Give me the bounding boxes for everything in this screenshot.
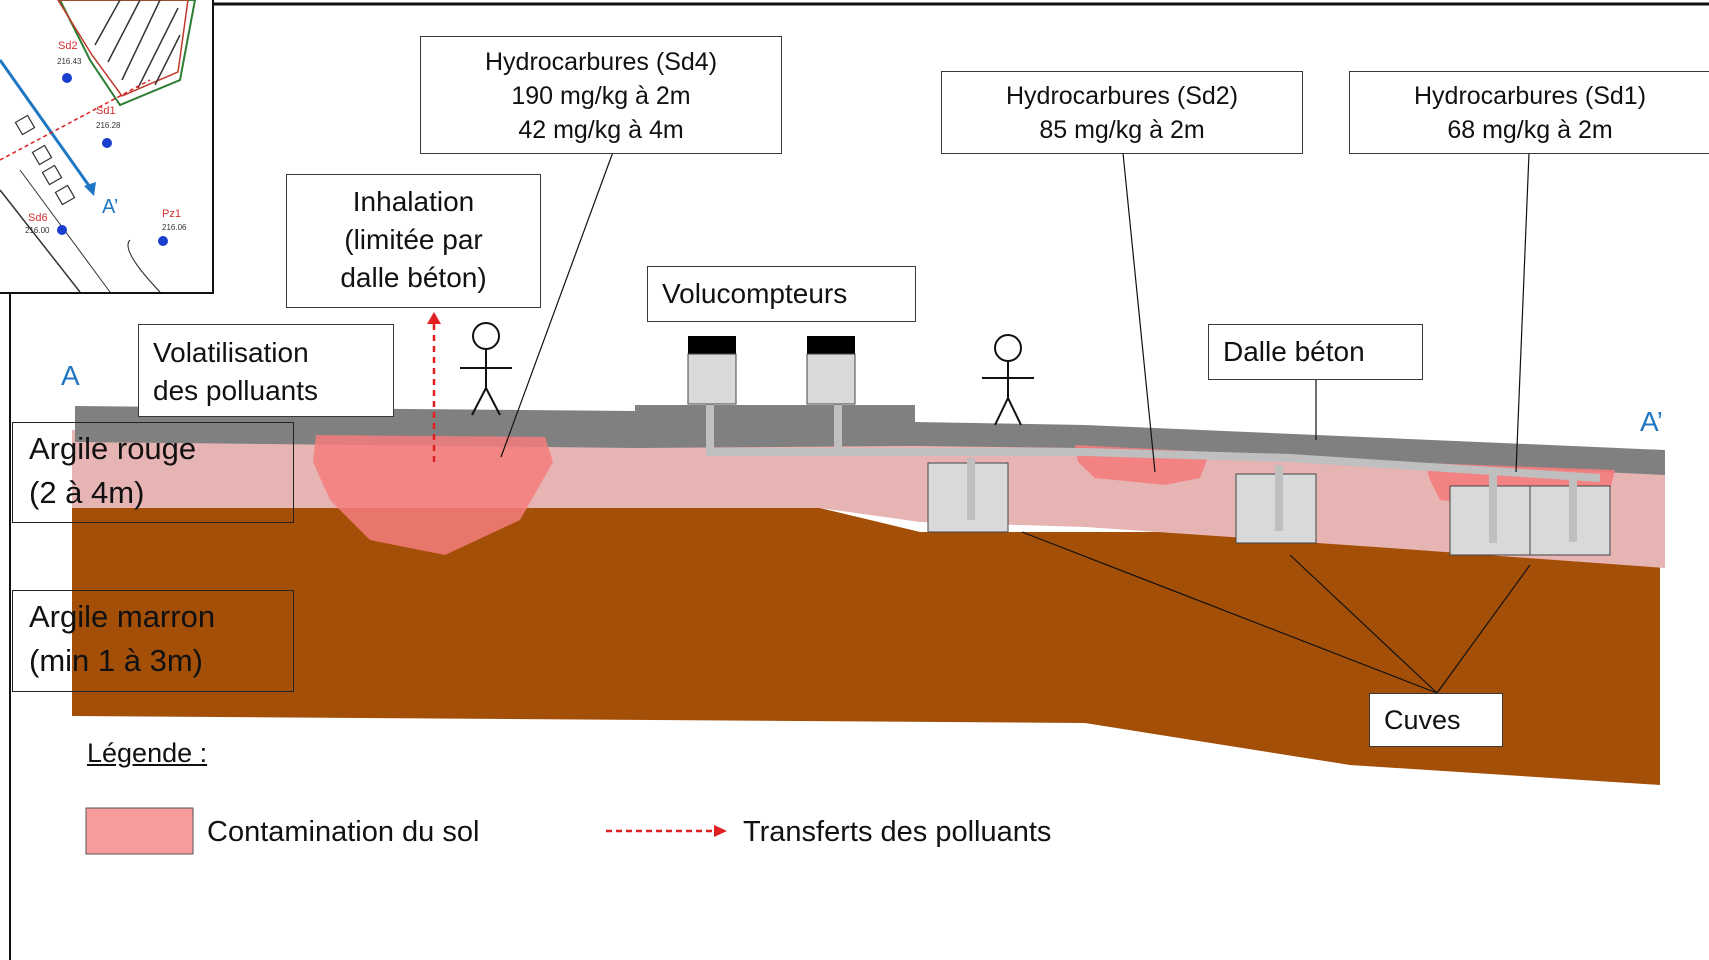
callout-sd2-title: Hydrocarbures (Sd2)	[1005, 82, 1239, 110]
callout-sd4: Hydrocarbures (Sd4) 190 mg/kg à 2m 42 mg…	[420, 36, 782, 154]
callout-volatilisation: Volatilisation des polluants	[138, 324, 394, 417]
volucompteur-2-body	[806, 353, 856, 405]
callout-cuves: Cuves	[1369, 693, 1503, 747]
callout-cuves-label: Cuves	[1384, 705, 1461, 735]
callout-sd1-line1: 68 mg/kg à 2m	[1447, 116, 1613, 144]
argile-rouge-line2: (2 à 4m)	[29, 475, 145, 510]
callout-inhalation: Inhalation (limitée par dalle béton)	[286, 174, 541, 308]
cuve-2-pipe	[1275, 465, 1283, 531]
section-end-label: A’	[1640, 406, 1663, 437]
callout-inhalation-line3: dalle béton)	[340, 262, 487, 293]
contamination-sd4	[313, 435, 553, 555]
volatilisation-arrowhead	[427, 312, 441, 324]
volucompteur-1-top	[688, 336, 736, 354]
callout-volucompteurs-label: Volucompteurs	[662, 278, 848, 309]
callout-volatilisation-line1: Volatilisation	[153, 337, 309, 368]
layer-label-argile-rouge: Argile rouge (2 à 4m)	[12, 422, 294, 523]
callout-sd2-line1: 85 mg/kg à 2m	[1039, 116, 1205, 144]
cuve-3-pipe	[1489, 475, 1497, 543]
callout-sd4-title: Hydrocarbures (Sd4)	[484, 48, 718, 76]
callout-dalle-label: Dalle béton	[1223, 336, 1365, 367]
cuve-4-pipe	[1569, 478, 1577, 542]
callout-sd4-line1: 190 mg/kg à 2m	[511, 82, 691, 110]
callout-sd4-line2: 42 mg/kg à 4m	[518, 116, 684, 144]
callout-volatilisation-line2: des polluants	[153, 375, 319, 406]
legend-contamination-swatch	[85, 807, 194, 855]
person-figure-1	[460, 322, 512, 416]
argile-marron-layer	[72, 508, 1660, 785]
volucompteur-1-body	[687, 353, 737, 405]
layer-label-argile-marron: Argile marron (min 1 à 3m)	[12, 590, 294, 692]
inset-label-sd1: Sd1	[96, 105, 116, 117]
leader-lines	[500, 151, 1531, 694]
person-figure-2	[982, 334, 1034, 426]
inset-label-pz1: Pz1	[162, 208, 181, 220]
callout-dalle-beton: Dalle béton	[1208, 324, 1423, 380]
inset-value-pz1: 216.06	[162, 223, 187, 232]
inset-value-sd2: 216.43	[57, 57, 82, 66]
inset-value-sd6: 216.00	[25, 226, 50, 235]
volucompteur-2-top	[807, 336, 855, 354]
inset-site-map: Sd2 216.43 Sd1 216.28 Sd6 216.00 Pz1 216…	[0, 0, 214, 294]
callout-sd1-title: Hydrocarbures (Sd1)	[1413, 82, 1647, 110]
inset-map-drawing	[0, 0, 197, 292]
argile-marron-line2: (min 1 à 3m)	[29, 643, 203, 678]
cuve-1-pipe	[967, 458, 975, 520]
legend-transferts-label: Transferts des polluants	[743, 816, 1052, 848]
callout-volucompteurs: Volucompteurs	[647, 266, 916, 322]
legend-transfer-arrowhead	[714, 825, 727, 837]
argile-marron-line1: Argile marron	[29, 599, 216, 634]
callout-inhalation-line2: (limitée par	[344, 224, 483, 255]
argile-rouge-line1: Argile rouge	[29, 431, 197, 466]
section-start-label: A	[61, 360, 80, 391]
inset-section-end: A’	[102, 196, 119, 218]
callout-sd2: Hydrocarbures (Sd2) 85 mg/kg à 2m	[941, 71, 1303, 154]
callout-inhalation-line1: Inhalation	[352, 186, 475, 217]
legend-contamination-label: Contamination du sol	[207, 816, 480, 848]
pipe-network	[706, 400, 1601, 482]
concrete-slab	[75, 405, 1665, 475]
callout-sd1: Hydrocarbures (Sd1) 68 mg/kg à 2m	[1349, 71, 1709, 154]
inset-label-sd6: Sd6	[28, 212, 48, 224]
legend-title: Légende :	[87, 738, 208, 768]
inset-value-sd1: 216.28	[96, 121, 121, 130]
inset-label-sd2: Sd2	[58, 40, 78, 52]
